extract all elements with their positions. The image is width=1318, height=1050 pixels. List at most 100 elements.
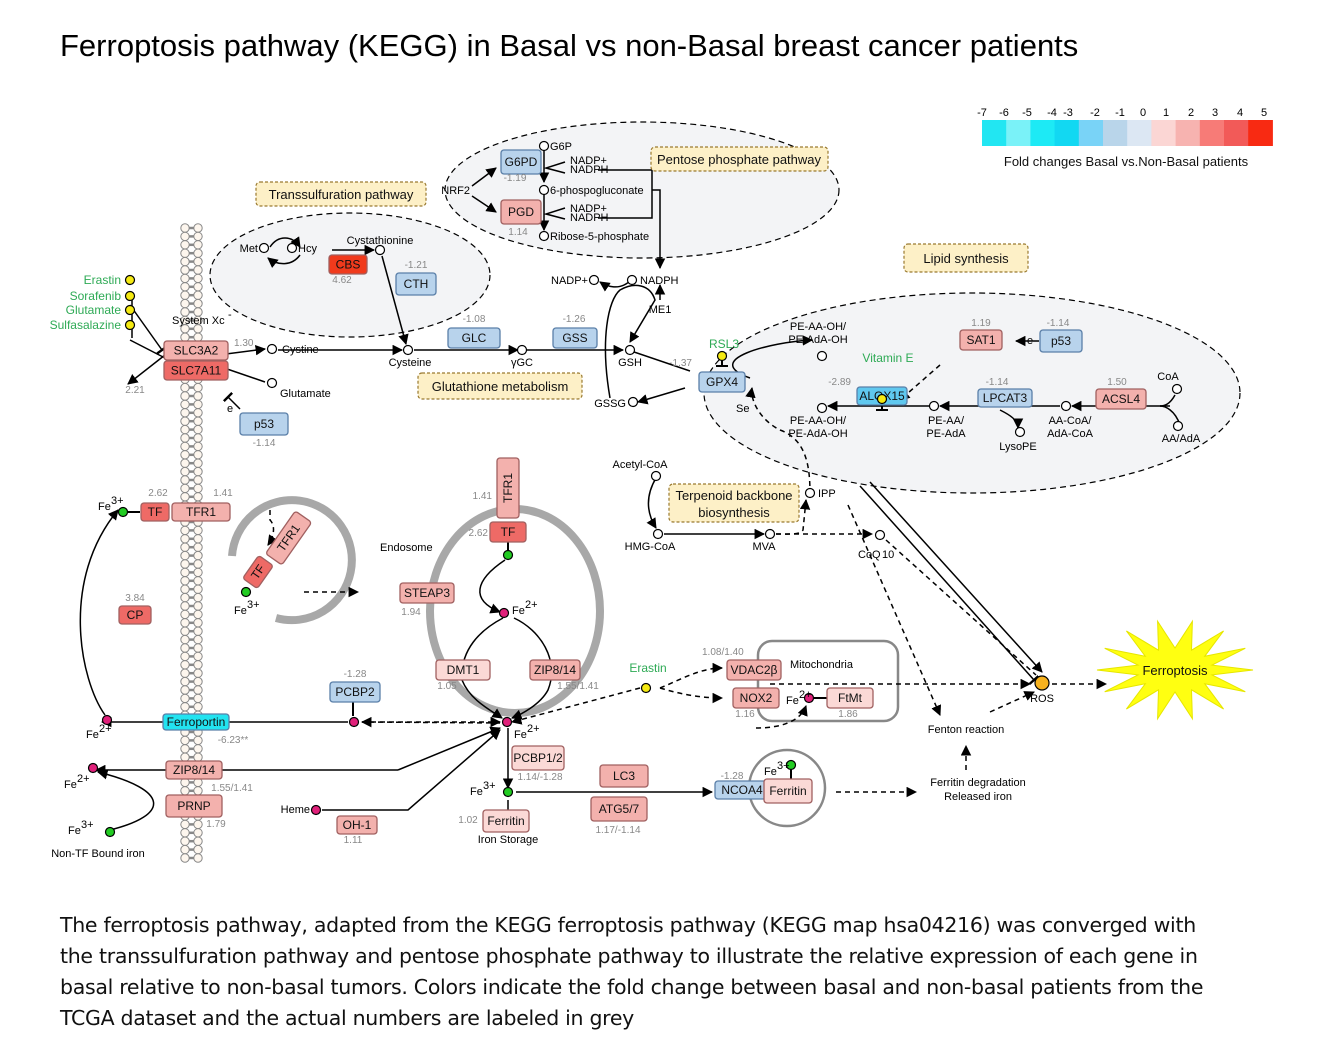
gene-box[interactable] (599, 764, 649, 788)
gene-box[interactable] (590, 796, 648, 822)
gene-box[interactable] (118, 605, 152, 625)
gene-tf[interactable]: TF2.62 (140, 488, 170, 522)
gene-tfr1-endosome[interactable]: TFR1 (496, 457, 520, 519)
gene-box[interactable] (826, 687, 874, 709)
fold-change-value: 1.50 (1107, 377, 1127, 388)
gene-label: G6PD (505, 155, 538, 169)
gene-box[interactable] (977, 388, 1033, 408)
gene-box[interactable] (482, 809, 530, 833)
fe3-dot (104, 826, 116, 838)
gene-box[interactable] (165, 794, 223, 818)
gene-zip814_b[interactable]: ZIP8/141.55/1.41 (165, 760, 253, 794)
gene-box[interactable] (435, 659, 491, 681)
metabolite-cystine: Cystine (282, 344, 319, 356)
gene-box[interactable] (336, 815, 378, 835)
gene-tf-endosome[interactable]: TF (489, 521, 527, 543)
gene-box[interactable] (447, 327, 501, 349)
gene-label: TF (148, 505, 163, 519)
fold-change-value: 1.02 (458, 815, 478, 826)
gene-atg57[interactable]: ATG5/71.17/-1.14 (590, 796, 648, 836)
gene-p53_b[interactable]: p53-1.14 (1039, 318, 1083, 353)
fold-change-value: -1.26 (563, 314, 586, 325)
gene-box[interactable] (1039, 329, 1083, 353)
metabolite-ros: ROS (1030, 693, 1054, 705)
gene-box[interactable] (328, 254, 368, 275)
gene-zip814_a[interactable]: ZIP8/141.55/1.41 (529, 659, 599, 692)
gene-gpx4[interactable]: GPX4-1.37 (669, 358, 746, 393)
pathway-box-glutathione (417, 372, 583, 400)
fe2-dot (498, 607, 510, 619)
fe2-dot (348, 716, 360, 728)
metabolite-fe: Fe (764, 766, 777, 778)
gene-box[interactable] (163, 360, 229, 381)
gene-box[interactable] (500, 199, 542, 225)
gene-pcbp12[interactable]: PCBP1/21.14/-1.28 (511, 745, 565, 783)
gene-box[interactable] (552, 327, 598, 349)
gene-box[interactable] (959, 329, 1003, 351)
gene-ferroportin[interactable]: Ferroportin-6.23** (162, 713, 248, 746)
caption-line: TCGA dataset and the actual numbers are … (60, 1006, 634, 1030)
gene-oh1[interactable]: OH-11.11 (336, 815, 378, 846)
gene-label: CP (127, 608, 144, 622)
gene-box[interactable] (529, 659, 581, 681)
gene-box[interactable] (395, 272, 437, 296)
gene-box[interactable] (511, 745, 565, 771)
lipid-compartment (703, 292, 1241, 494)
gene-ncoa4[interactable]: NCOA4-1.28 (714, 771, 770, 800)
gene-box[interactable] (698, 371, 746, 393)
gene-box[interactable] (171, 502, 231, 522)
gene-ferritin_b[interactable]: Ferritin (763, 778, 813, 804)
gene-box[interactable] (140, 502, 170, 522)
metabolite-node (627, 396, 639, 408)
gene-label: DMT1 (447, 663, 480, 677)
metabolite-mva: MVA (752, 541, 776, 553)
gene-pcbp2[interactable]: PCBP2-1.28 (329, 669, 381, 703)
gene-label: Ferroportin (167, 715, 226, 729)
gene-cth[interactable]: CTH-1.21 (395, 260, 437, 296)
ferroptosis-label: Ferroptosis (1142, 663, 1208, 678)
gene-g6pd[interactable]: G6PD-1.19 (500, 149, 542, 184)
legend-swatch (1054, 120, 1080, 146)
gene-lc3[interactable]: LC3 (599, 764, 649, 788)
gene-cp[interactable]: CP3.84 (118, 593, 152, 625)
gene-box[interactable] (239, 412, 289, 436)
gene-box[interactable] (163, 340, 229, 361)
fold-change-value: 1.16 (735, 709, 755, 720)
gene-tf-internalized[interactable]: TF (243, 555, 274, 589)
fold-change-value: -1.08 (463, 314, 486, 325)
gene-box[interactable] (763, 778, 813, 804)
fold-change-value: 1.86 (838, 709, 858, 720)
gene-box[interactable] (162, 713, 230, 731)
gene-box[interactable] (329, 681, 381, 703)
gene-lpcat3[interactable]: LPCAT3-1.14 (977, 377, 1033, 408)
gene-glc[interactable]: GLC-1.08 (447, 314, 501, 349)
metabolite-cystathionine: Cystathionine (347, 235, 414, 247)
gene-box[interactable] (399, 582, 455, 604)
fold-change-value: 1.14 (508, 227, 528, 238)
fold-change-value: 1.41 (473, 491, 493, 502)
metabolite-non-tf: Non-TF Bound iron (51, 848, 145, 860)
metabolite-peaaoh1-a: PE-AA-OH/ (790, 321, 847, 333)
gene-gss[interactable]: GSS-1.26 (552, 314, 598, 349)
gene-box[interactable] (165, 760, 223, 780)
gene-box[interactable] (1095, 388, 1147, 410)
gene-p53_a[interactable]: p53-1.14 (239, 412, 289, 449)
gene-box[interactable] (726, 659, 782, 681)
gene-box[interactable] (500, 149, 542, 175)
gene-box[interactable] (732, 687, 780, 709)
metabolite-node (1060, 400, 1072, 412)
